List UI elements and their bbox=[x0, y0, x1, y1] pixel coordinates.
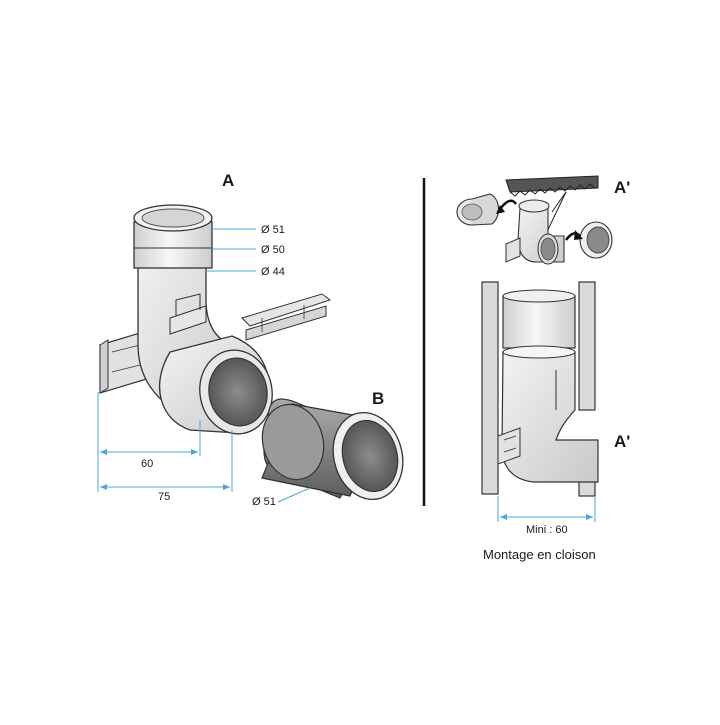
dimension-arrows-right bbox=[500, 514, 593, 520]
label-dimension-60: 60 bbox=[141, 458, 153, 470]
wall-panel-left bbox=[481, 281, 499, 495]
label-mini-60: Mini : 60 bbox=[526, 524, 568, 536]
caption-wall-mounting: Montage en cloison bbox=[483, 547, 596, 562]
label-diameter-50: Ø 50 bbox=[261, 244, 285, 256]
dimension-arrows-left bbox=[100, 449, 230, 490]
cutting-detail bbox=[456, 175, 613, 265]
wall-assembly bbox=[481, 281, 599, 497]
label-part-a: A bbox=[222, 171, 234, 190]
mounting-clip bbox=[241, 293, 332, 341]
label-diameter-44: Ø 44 bbox=[261, 266, 285, 278]
part-a-elbow bbox=[99, 204, 273, 435]
dimension-lines-right bbox=[497, 496, 596, 522]
label-part-b: B bbox=[372, 389, 384, 408]
label-part-a-prime-mid: A' bbox=[614, 432, 630, 451]
label-dimension-75: 75 bbox=[158, 491, 170, 503]
part-b-sleeve bbox=[261, 398, 404, 501]
label-diameter-51: Ø 51 bbox=[261, 224, 285, 236]
label-part-a-prime-top: A' bbox=[614, 178, 630, 197]
label-sleeve-diameter-51: Ø 51 bbox=[252, 496, 276, 508]
dimension-lines-left bbox=[97, 228, 311, 503]
wall-panel-right bbox=[578, 281, 596, 411]
